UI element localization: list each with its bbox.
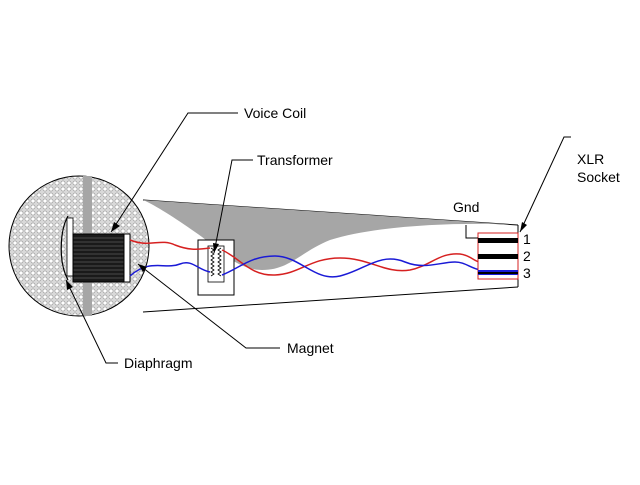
label-gnd: Gnd xyxy=(453,199,479,215)
wire-red-xlr xyxy=(221,249,481,276)
wire-blue-xlr xyxy=(221,255,481,278)
voice-coil xyxy=(72,233,126,283)
xlr-pin-1 xyxy=(478,238,518,243)
leader-transformer xyxy=(213,159,253,254)
leader-voice-coil xyxy=(110,112,238,233)
xlr-socket xyxy=(477,232,519,280)
gnd-lead xyxy=(465,225,478,239)
pin-label-3: 3 xyxy=(523,265,531,281)
pin-label-1: 1 xyxy=(523,231,531,247)
shield-shape xyxy=(143,200,518,270)
wire-red-coil xyxy=(129,239,211,250)
label-voice-coil: Voice Coil xyxy=(244,105,306,121)
leader-xlr xyxy=(519,136,571,233)
label-transformer: Transformer xyxy=(257,152,333,168)
label-xlr-line1: XLR xyxy=(577,151,604,167)
label-magnet: Magnet xyxy=(287,340,334,356)
label-diaphragm: Diaphragm xyxy=(124,355,192,371)
diaphragm xyxy=(60,215,69,281)
pin-label-2: 2 xyxy=(523,248,531,264)
leader-diaphragm xyxy=(65,279,118,364)
magnet xyxy=(123,233,131,283)
xlr-pin-2 xyxy=(478,254,518,259)
label-xlr-line2: Socket xyxy=(577,169,620,185)
leader-magnet xyxy=(137,263,280,349)
